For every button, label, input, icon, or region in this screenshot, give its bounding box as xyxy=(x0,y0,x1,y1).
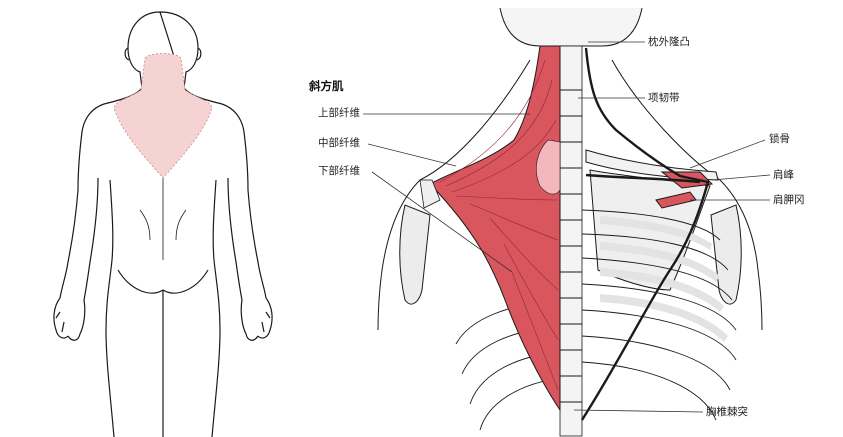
label-middle-fibers: 中部纤维 xyxy=(318,137,360,149)
nuchal-ligament-line xyxy=(580,47,710,421)
muscle-title: 斜方肌 xyxy=(309,79,344,93)
leader-middle-fibers xyxy=(367,143,457,167)
right-hand-icon xyxy=(240,297,273,341)
label-acromion: 肩峰 xyxy=(773,169,794,181)
trapezius-pain-zone xyxy=(113,53,213,179)
vertebral-column xyxy=(559,45,583,437)
label-scapular-spine: 肩胛冈 xyxy=(773,194,805,206)
label-thoracic-spinous: 胸椎棘突 xyxy=(706,406,748,418)
label-occipital-protuberance: 枕外隆凸 xyxy=(648,36,690,48)
leader-thoracic-spinous xyxy=(573,409,704,413)
label-nuchal-ligament: 项韧带 xyxy=(648,92,680,104)
trapezius-muscle xyxy=(429,45,561,412)
leader-lower-fibers xyxy=(371,171,513,273)
leader-clavicle xyxy=(689,139,766,169)
label-lower-fibers: 下部纤维 xyxy=(318,165,360,177)
skull-base xyxy=(499,7,643,47)
body-back-figure xyxy=(53,11,273,437)
label-clavicle: 锁骨 xyxy=(769,133,790,145)
leader-lines xyxy=(363,41,771,413)
leader-acromion xyxy=(711,174,771,181)
label-upper-fibers: 上部纤维 xyxy=(318,107,360,119)
left-hand-icon xyxy=(53,297,86,341)
skeleton-back-figure xyxy=(377,7,763,437)
